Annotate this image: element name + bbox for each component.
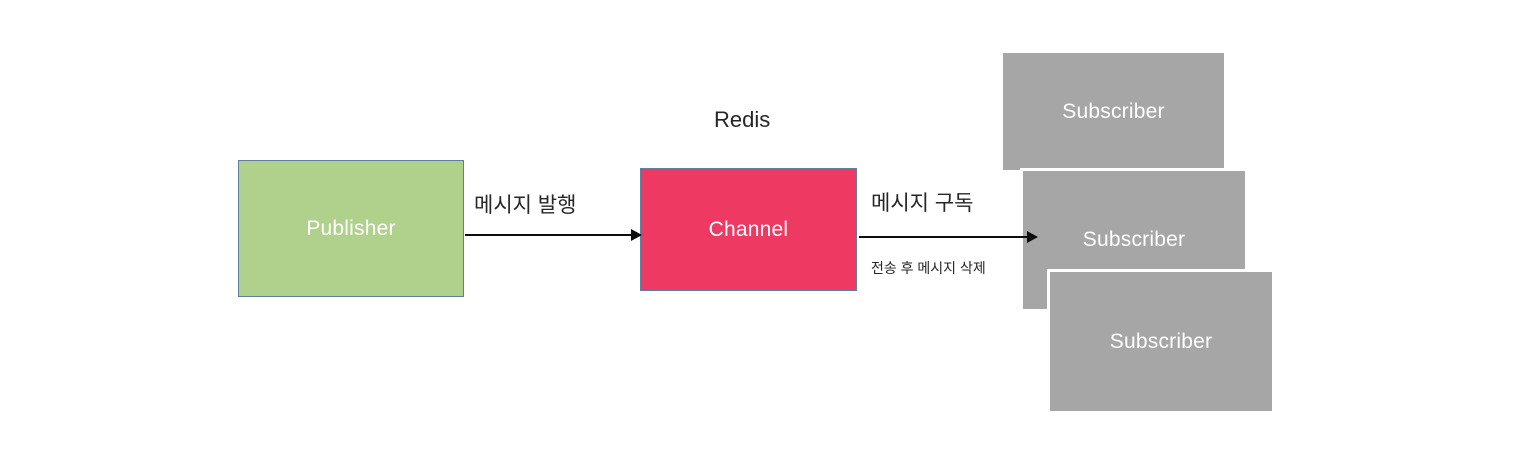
redis-title-label: Redis bbox=[714, 107, 771, 132]
node-subscriber-1[interactable]: Subscriber bbox=[1003, 53, 1224, 170]
node-subscriber-1-label: Subscriber bbox=[1062, 99, 1165, 123]
node-publisher-label: Publisher bbox=[306, 216, 396, 240]
arrow-publish-head bbox=[631, 229, 642, 241]
node-subscriber-3-label: Subscriber bbox=[1109, 329, 1213, 353]
arrow-publish bbox=[465, 227, 643, 243]
edge-label-subscribe: 메시지 구독 bbox=[871, 192, 974, 215]
node-subscriber-3[interactable]: Subscriber bbox=[1050, 272, 1272, 411]
node-channel-label: Channel bbox=[708, 217, 789, 241]
arrow-subscribe bbox=[859, 229, 1039, 245]
edge-label-publish: 메시지 발행 bbox=[474, 194, 577, 217]
edge-sublabel-delete-after-send: 전송 후 메시지 삭제 bbox=[871, 260, 986, 276]
node-subscriber-2-label: Subscriber bbox=[1082, 228, 1186, 251]
arrow-subscribe-shaft bbox=[859, 236, 1029, 238]
arrow-publish-shaft bbox=[465, 234, 633, 236]
node-channel[interactable]: Channel bbox=[640, 168, 857, 291]
node-publisher[interactable]: Publisher bbox=[238, 160, 464, 297]
arrow-subscribe-head bbox=[1027, 231, 1038, 243]
